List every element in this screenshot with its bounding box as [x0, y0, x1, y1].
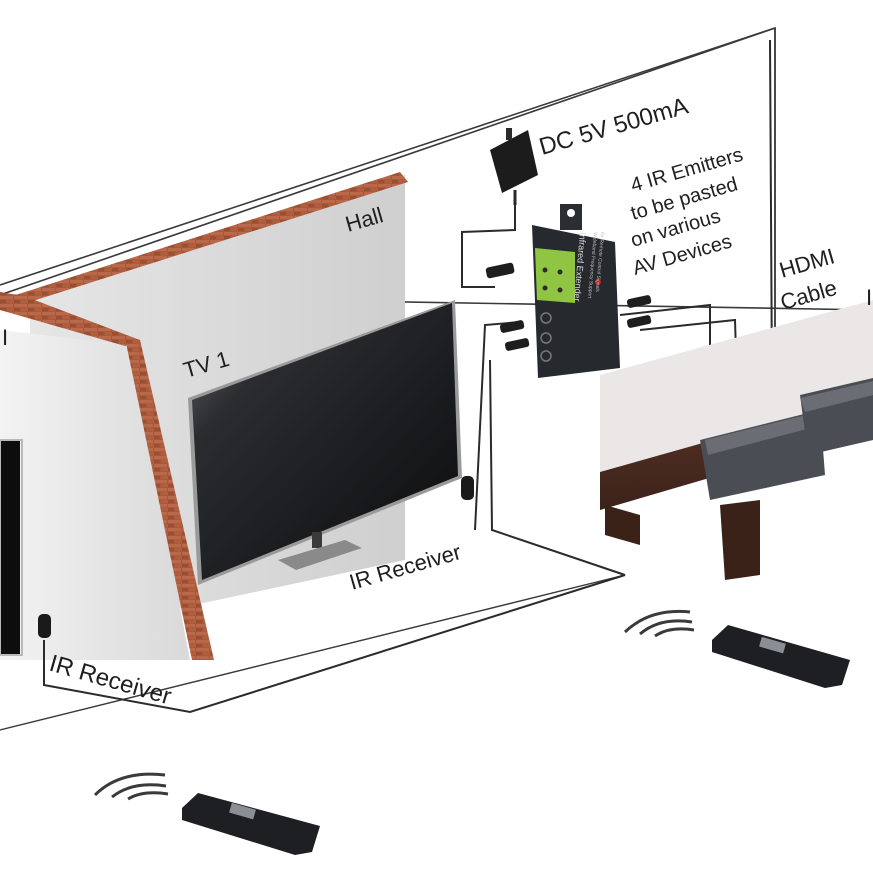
remote-2-signal	[93, 772, 169, 801]
ir-receiver-2-eye	[38, 614, 51, 638]
cut-label-left: I	[2, 325, 8, 350]
remote-1-signal	[623, 609, 695, 638]
connectors	[485, 262, 652, 351]
tv-1-stand	[278, 540, 362, 570]
cut-label-right: I	[866, 285, 872, 310]
av-table	[600, 300, 873, 580]
dc-adapter	[490, 128, 538, 205]
front-wall-brick-top	[0, 292, 140, 346]
hall-wall-brick-top	[0, 172, 408, 305]
remote-1	[712, 625, 850, 688]
tv-2-partial	[0, 440, 20, 655]
device-subtitle-2: for Remote Control Signals	[594, 232, 605, 293]
floor-plane-front	[0, 574, 626, 731]
remote-2	[182, 793, 320, 855]
ir-receiver-1-eye	[461, 476, 474, 500]
ir-extender-device: Infrared Extender Wideband Frequency Sup…	[532, 204, 620, 378]
front-wall-brick-edge	[125, 338, 214, 660]
tv-1-neck	[312, 532, 322, 548]
device-subtitle-1: Wideband Frequency Support	[586, 232, 598, 299]
floor-plane-edge	[0, 27, 776, 286]
tv-1-screen	[192, 303, 458, 580]
tv-2-frame	[0, 439, 23, 656]
